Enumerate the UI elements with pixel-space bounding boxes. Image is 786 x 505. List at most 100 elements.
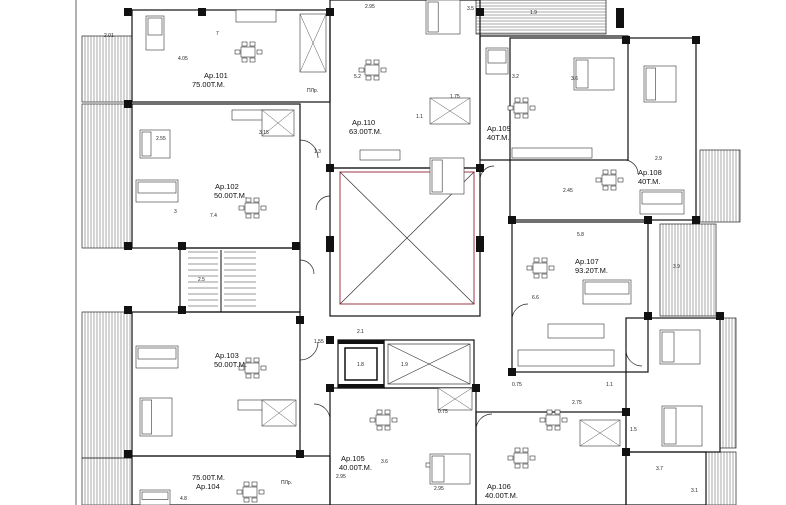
sofa-cushion [137,181,177,194]
dim-label: 3.7 [656,466,663,472]
table [513,452,529,464]
pillow [645,67,656,101]
chair [533,257,540,263]
door-swings [299,139,643,431]
chair [602,185,609,191]
chair [561,417,568,423]
chair [526,265,533,271]
chair [373,59,380,65]
chair [243,497,250,503]
sofa-cushion [584,281,630,295]
chair [554,425,561,431]
chair [617,177,624,183]
table [532,262,548,274]
chair [514,447,521,453]
shower-mark [429,97,471,125]
dim-label: 3.1 [691,488,698,494]
dim-label: 2.75 [572,400,582,406]
pillow [661,331,675,363]
chair [256,49,263,55]
chair [384,425,391,431]
ap102-name: Ap.102 [215,182,239,191]
dim-label: 1.9 [401,362,408,368]
table [244,362,260,374]
sofa-cushion [147,17,163,36]
chair [358,67,365,73]
chair [522,463,529,469]
table [545,414,561,426]
chair [541,257,548,263]
chair [522,447,529,453]
chair [373,75,380,81]
chair [245,213,252,219]
chair [522,113,529,119]
chair [369,417,376,423]
chair [546,425,553,431]
ap107-area: 93.20T.M. [575,266,608,275]
chair [380,67,387,73]
ap104-name: Ap.104 [196,482,220,491]
counter [511,147,593,159]
dim-label: 1.5 [630,427,637,433]
counter [517,349,615,367]
dim-label: 2.95 [336,474,346,480]
chair [610,185,617,191]
dim-label: 6.6 [532,295,539,301]
ap110-name: Ap.110 [352,118,375,127]
walls [131,0,721,505]
chair [253,197,260,203]
dim-label: 1.3 [314,149,321,155]
dim-label: 3.5 [467,6,474,12]
chair [238,365,245,371]
balcony-right-3 [719,317,737,449]
ap106-name: Ap.106 [487,482,511,491]
balcony-right-2 [659,223,717,317]
dim-label: 1.8 [357,362,364,368]
chair [258,489,265,495]
chair [376,409,383,415]
pl-label-1: ПЛр. [307,88,318,94]
sofa-cushion [137,347,177,360]
ap105-name: Ap.105 [341,454,365,463]
chair [384,409,391,415]
table [244,202,260,214]
sofa-cushion [641,191,683,205]
table [375,414,391,426]
chair [241,41,248,47]
dim-label: 2.95 [434,486,444,492]
dim-label: 7 [216,31,219,37]
dim-label: 2.01 [104,33,114,39]
balcony-low-left [81,311,133,459]
table [240,46,256,58]
chair [253,357,260,363]
dim-label: 5.2 [354,74,361,80]
chair [245,197,252,203]
ap101-name: Ap.101 [204,71,228,80]
dim-label: 2.55 [156,136,166,142]
table [601,174,617,186]
ap104-area: 75.00T.M. [192,473,225,482]
chair [391,417,398,423]
dim-label: 0.75 [512,382,522,388]
ap103-name: Ap.103 [215,351,239,360]
counter [359,149,401,161]
pillow [431,455,445,483]
sofa-cushion [487,49,507,64]
chair [365,59,372,65]
chair [253,213,260,219]
ap109-area: 40T.M. [487,133,510,142]
dim-label: 4.05 [178,56,188,62]
chair [610,169,617,175]
shower-mark [261,109,295,137]
pillow [431,159,443,193]
ap102-area: 50.00T.M. [214,191,247,200]
chair [376,425,383,431]
balcony-top-left [81,35,133,103]
sofa-cushion [141,491,169,500]
dim-label: 3 [174,209,177,215]
balcony-right-1 [699,149,741,223]
balcony-hatching [84,2,740,505]
chair [260,365,267,371]
shower-mark [579,419,621,447]
chair [507,105,514,111]
